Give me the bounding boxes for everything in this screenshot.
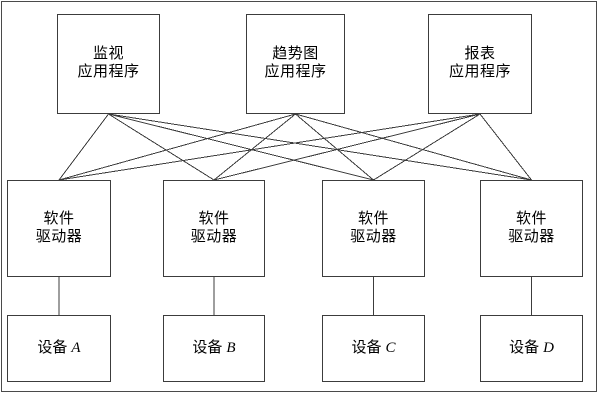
driver-box-d[interactable]: 软件 驱动器 <box>480 180 583 277</box>
device-box-a-letter: A <box>71 339 81 356</box>
driver-box-c-line1: 软件 <box>357 210 389 227</box>
device-box-d-letter: D <box>543 339 554 356</box>
app-box-report[interactable]: 报表 应用程序 <box>428 14 532 114</box>
app-box-report-line1: 报表 <box>464 46 496 63</box>
app-box-monitor-line1: 监视 <box>92 46 124 63</box>
app-box-trend[interactable]: 趋势图 应用程序 <box>246 14 345 114</box>
device-box-b-letter: B <box>226 339 236 356</box>
device-box-c-text: 设备 <box>351 339 382 356</box>
device-box-d-text: 设备 <box>509 339 540 356</box>
driver-box-c[interactable]: 软件 驱动器 <box>322 180 425 277</box>
driver-box-a-line1: 软件 <box>43 210 75 227</box>
app-box-monitor[interactable]: 监视 应用程序 <box>57 14 160 114</box>
driver-box-d-line2: 驱动器 <box>508 228 555 245</box>
app-box-report-line2: 应用程序 <box>448 64 511 80</box>
driver-box-a-line2: 驱动器 <box>35 228 83 245</box>
app-box-monitor-line2: 应用程序 <box>77 64 140 80</box>
app-box-trend-line1: 趋势图 <box>272 46 319 63</box>
device-box-b-text: 设备 <box>192 339 223 356</box>
driver-box-b[interactable]: 软件 驱动器 <box>163 180 265 277</box>
driver-box-b-line2: 驱动器 <box>190 228 238 245</box>
driver-box-a[interactable]: 软件 驱动器 <box>7 180 111 277</box>
device-box-a-text: 设备 <box>37 339 68 356</box>
driver-box-c-line2: 驱动器 <box>350 228 397 245</box>
driver-box-b-line1: 软件 <box>198 210 230 227</box>
driver-box-d-line1: 软件 <box>515 210 547 227</box>
app-box-trend-line2: 应用程序 <box>264 64 327 80</box>
device-box-c-letter: C <box>385 339 396 356</box>
